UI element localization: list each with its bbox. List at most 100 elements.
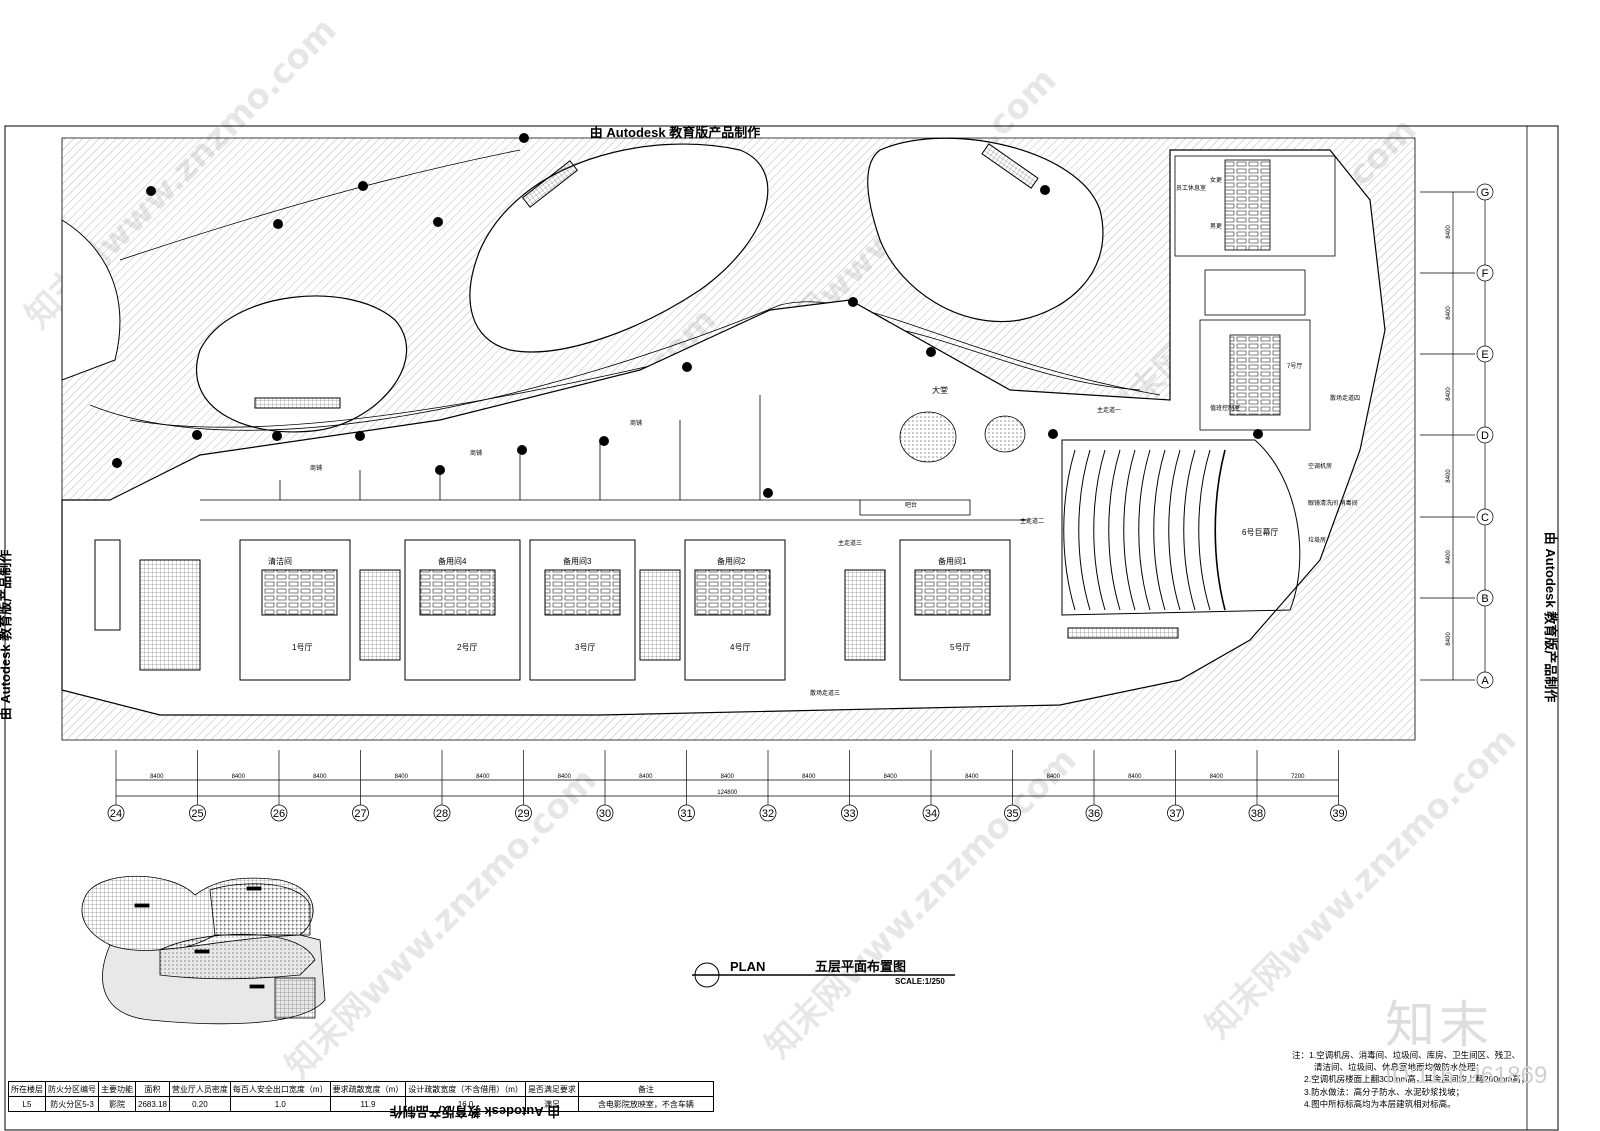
bar-label: 吧台 — [905, 501, 917, 509]
hall-2-label: 2号厅 — [457, 643, 477, 652]
axis-label-D: D — [1481, 430, 1489, 442]
cinema-halls — [94, 539, 1011, 681]
room-label: 备用间3 — [563, 556, 592, 566]
row-dim: 8400 — [1446, 469, 1452, 483]
aisle-label: 散场走道四 — [1330, 394, 1360, 402]
room-label: 女更 — [1210, 176, 1222, 184]
room-label: 备用间1 — [938, 556, 967, 566]
column-axis-label: 29 — [517, 808, 529, 820]
column-axis-bubble — [1248, 804, 1266, 822]
column-axis-bubble — [515, 804, 532, 822]
image-id: ID:1161261869 — [1385, 1062, 1548, 1089]
lobby-area — [859, 411, 1026, 516]
column-axis-label: 37 — [1169, 808, 1181, 820]
column-axis-label: 39 — [1332, 808, 1344, 820]
table-cell: 满足 — [524, 1096, 579, 1112]
shop-row — [200, 395, 1030, 521]
column-dim: 8400 — [721, 774, 735, 780]
note-line: 3.防水做法：高分子防水、水泥砂浆找坡； — [1304, 1086, 1465, 1097]
table-header: 要求疏散宽度（m） — [329, 1081, 407, 1097]
brand-logo: 知末 — [1385, 996, 1493, 1054]
note-line: 4.图中所标标高均为本层建筑相对标高。 — [1304, 1098, 1456, 1109]
table-header: 主要功能 — [98, 1081, 136, 1097]
room-label: 备用间2 — [717, 556, 746, 566]
table-cell: 1.0 — [229, 1096, 331, 1112]
table-row: L5 防火分区5-3 影院 2683.18 0.20 1.0 11.9 16.0… — [8, 1096, 714, 1112]
table-header-row: 所在楼层 防火分区编号 主要功能 面积 营业厅人员密度 每百人安全出口宽度（m）… — [8, 1081, 714, 1097]
table-header: 每百人安全出口宽度（m） — [229, 1081, 331, 1097]
shop-label: 商铺 — [310, 464, 322, 472]
column-axis-bubble — [1004, 804, 1021, 822]
table-cell: 11.9 — [329, 1096, 407, 1112]
axis-label-A: A — [1481, 675, 1489, 687]
column-total-dim: 124800 — [717, 790, 738, 796]
axis-label-G: G — [1481, 187, 1490, 199]
plan-label: PLAN — [730, 959, 765, 974]
lobby-label: 大堂 — [932, 385, 948, 395]
note-line: 注：1.空调机房、消毒间、垃圾间、库房、卫生间区、残卫、 — [1292, 1050, 1521, 1060]
top-banner: 由 Autodesk 教育版产品制作 — [590, 125, 760, 140]
table-header: 防火分区编号 — [45, 1081, 99, 1097]
column-axis-bubble — [189, 804, 206, 822]
column-axis-bubble — [352, 804, 369, 822]
column-dim: 8400 — [1047, 774, 1061, 780]
table-cell: 16.0 — [405, 1096, 526, 1112]
hall-4-label: 4号厅 — [730, 643, 750, 652]
fire-zone-table: 所在楼层 防火分区编号 主要功能 面积 营业厅人员密度 每百人安全出口宽度（m）… — [8, 1081, 714, 1112]
room-label: 备用间4 — [438, 556, 467, 566]
key-plan — [81, 875, 326, 1025]
hall-5-label: 5号厅 — [950, 643, 970, 652]
shop-label: 商铺 — [470, 449, 482, 457]
column-dim: 8400 — [313, 774, 327, 780]
column-axis-label: 27 — [354, 808, 366, 820]
column-dim: 8400 — [232, 774, 246, 780]
room-label: 垃圾房 — [1308, 536, 1326, 544]
imax-hall-6 — [1061, 439, 1301, 616]
axis-label-B: B — [1481, 593, 1488, 605]
axis-label-C: C — [1481, 512, 1489, 524]
plan-title: 五层平面布置图 — [815, 959, 906, 974]
column-dim: 8400 — [802, 774, 816, 780]
room-label: 员工休息室 — [1176, 184, 1206, 192]
note-line: 2.空调机房楼面上翻300mm高，其余房间均上翻200mm高； — [1304, 1074, 1530, 1085]
column-axis-label: 35 — [1006, 808, 1018, 820]
aisle-label: 主走道二 — [1020, 517, 1044, 525]
column-dim: 8400 — [965, 774, 979, 780]
room-label: 男更 — [1210, 223, 1222, 230]
column-axis-bubble — [107, 804, 125, 822]
table-header: 备注 — [577, 1081, 714, 1097]
table-header: 是否满足要求 — [524, 1081, 579, 1097]
table-cell: 防火分区5-3 — [45, 1096, 99, 1112]
note-line: 清洁间、垃圾间、休息室地面均做防水处理； — [1314, 1062, 1485, 1073]
room-label: 空调机房 — [1308, 462, 1332, 470]
column-dim: 8400 — [395, 774, 409, 780]
hall-6-label: 6号巨幕厅 — [1242, 527, 1278, 537]
plan-scale: SCALE:1/250 — [895, 977, 945, 986]
column-axis-bubble — [841, 804, 858, 822]
column-axis-label: 38 — [1251, 808, 1263, 820]
axis-label-E: E — [1481, 349, 1488, 361]
column-dim: 8400 — [476, 774, 490, 780]
column-axis-bubble — [1330, 804, 1347, 822]
design-notes: 注：1.空调机房、消毒间、垃圾间、库房、卫生间区、残卫、 清洁间、垃圾间、休息室… — [1292, 1049, 1592, 1110]
column-axis-label: 34 — [925, 808, 937, 820]
column-dim: 8400 — [150, 774, 164, 780]
row-dim: 8400 — [1446, 225, 1452, 239]
table-header: 所在楼层 — [8, 1081, 46, 1097]
column-dim: 7200 — [1291, 774, 1305, 780]
column-axis-bubble — [1085, 804, 1103, 822]
column-dim: 8400 — [1128, 774, 1142, 780]
aisle-label: 散场走道三 — [810, 689, 840, 697]
column-axis-bubble — [596, 804, 614, 822]
room-label: 清洁间 — [268, 556, 292, 566]
row-dim: 8400 — [1446, 306, 1452, 320]
table-cell: 影院 — [98, 1096, 136, 1112]
watermark-text: 知末网www.znzmo.com — [758, 740, 1084, 1066]
hall-7-label: 7号厅 — [1287, 363, 1302, 370]
column-dim: 8400 — [639, 774, 653, 780]
table-cell: 0.20 — [168, 1096, 231, 1112]
row-dim: 8400 — [1446, 387, 1452, 401]
column-axis-label: 31 — [680, 808, 692, 820]
